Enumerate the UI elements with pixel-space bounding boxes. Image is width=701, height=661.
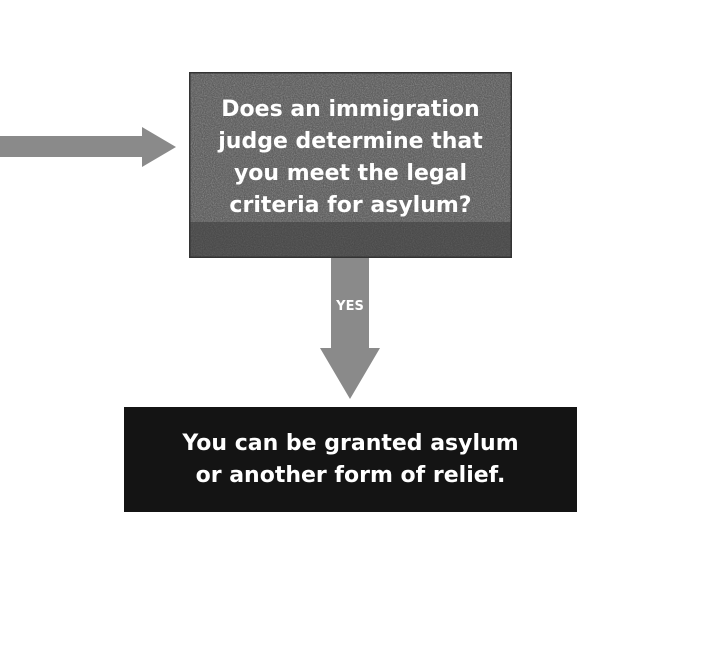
chalkboard-texture xyxy=(189,72,512,258)
incoming-arrow xyxy=(0,127,176,167)
yes-label: YES xyxy=(336,299,364,314)
question-box: Does an immigration judge determine that… xyxy=(189,72,512,258)
yes-arrow xyxy=(320,258,380,399)
question-text: Does an immigration judge determine that… xyxy=(218,97,483,218)
result-text: You can be granted asylum or another for… xyxy=(182,430,519,488)
result-box: You can be granted asylum or another for… xyxy=(124,407,577,512)
